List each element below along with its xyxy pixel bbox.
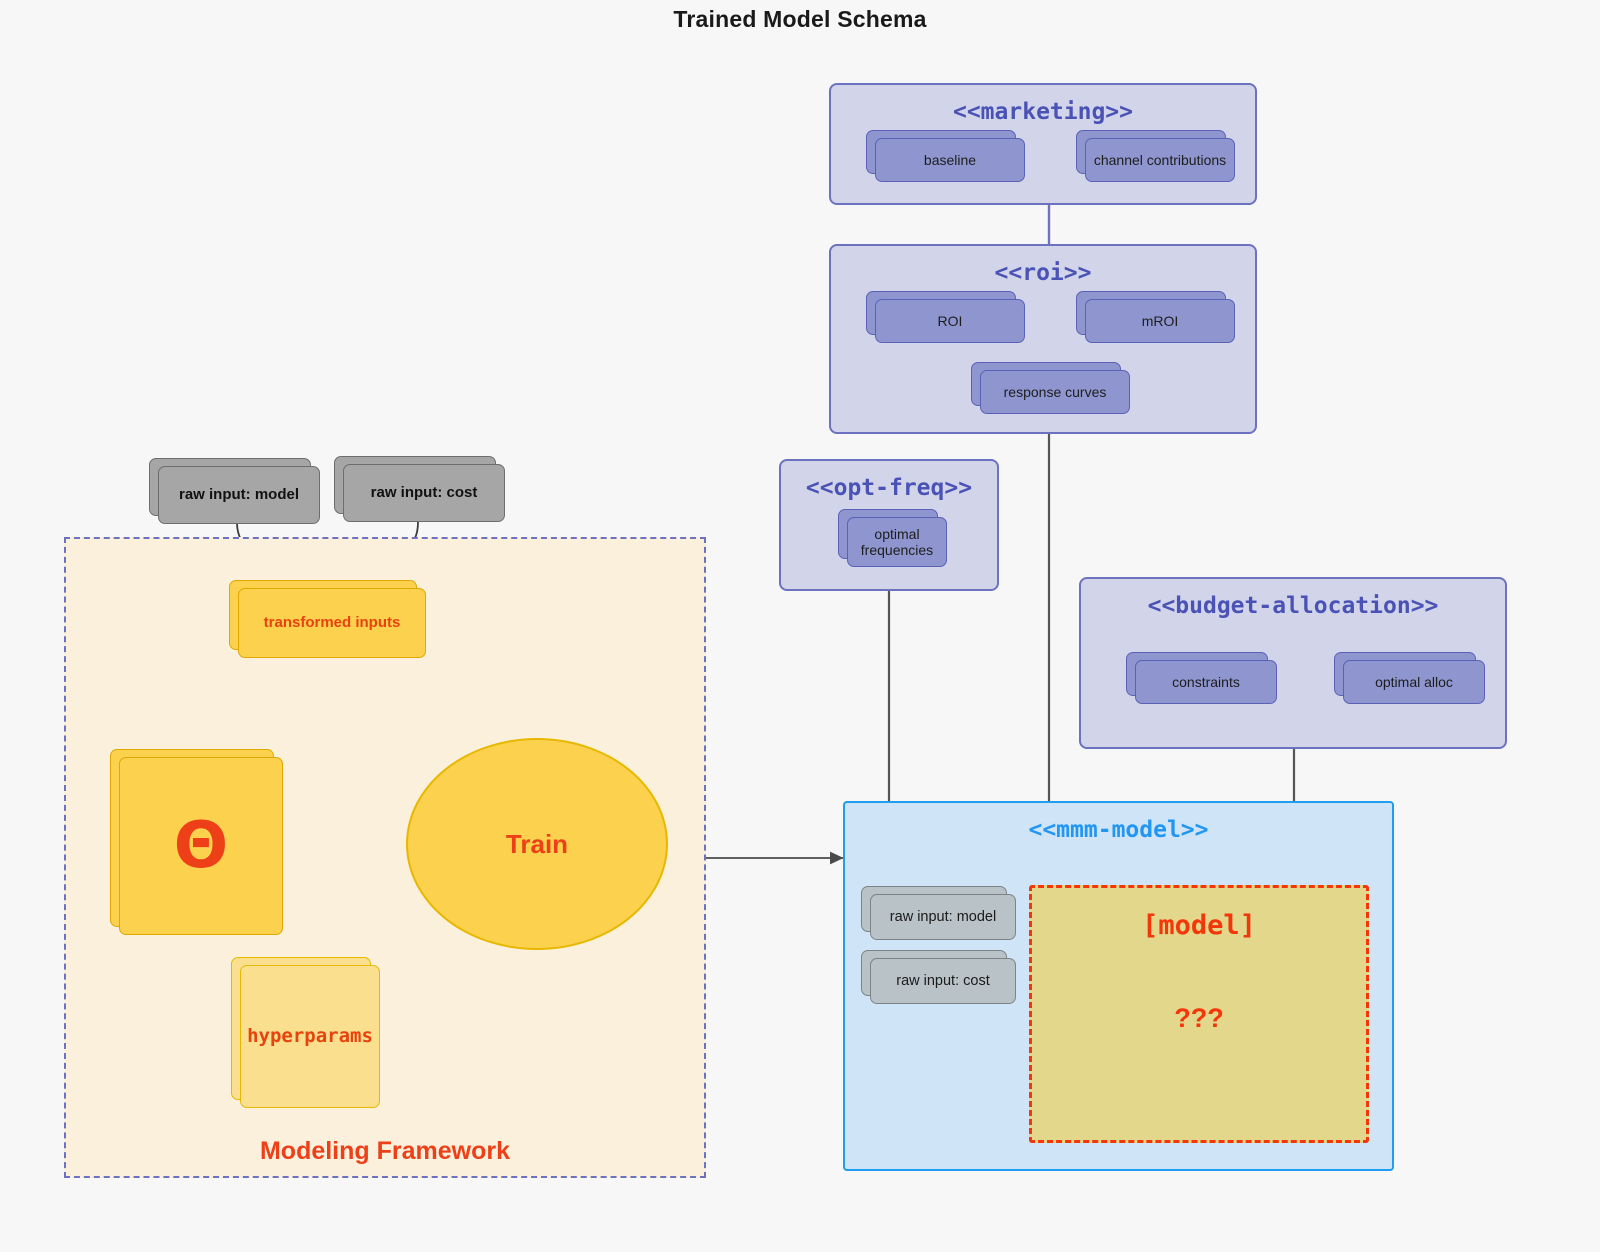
page-title: Trained Model Schema (673, 6, 927, 32)
node-mmm-raw-input-cost-label: raw input: cost (896, 972, 990, 989)
card-sheet-front (238, 588, 426, 658)
node-channel-contributions-label: channel contributions (1093, 151, 1227, 168)
node-roi-label: ROI (937, 312, 963, 329)
node-baseline-label: baseline (923, 151, 977, 168)
model-placeholder-title: [model] (1142, 910, 1256, 941)
card-sheet-front (847, 517, 947, 567)
package-roi-title: <<roi>> (994, 260, 1092, 286)
node-train[interactable]: Train (406, 738, 668, 950)
node-constraints[interactable]: constraints (1126, 652, 1277, 704)
node-raw-input-cost[interactable]: raw input: cost (334, 456, 505, 522)
card-sheet-front (1343, 660, 1485, 704)
package-opt-freq-title: <<opt-freq>> (805, 475, 973, 501)
node-mmm-raw-input-model[interactable]: raw input: model (861, 886, 1016, 940)
node-theta-label: Θ (119, 757, 283, 935)
node-optimal-frequencies[interactable]: optimal frequencies (838, 509, 947, 567)
node-response-curves[interactable]: response curves (971, 362, 1130, 414)
card-sheet-front (119, 757, 283, 935)
package-mmm-model-title: <<mmm-model>> (1028, 817, 1209, 843)
package-mmm-model[interactable]: <<mmm-model>> raw input: model raw input… (843, 801, 1394, 1171)
node-mroi-label: mROI (1141, 312, 1179, 329)
optimal-frequencies-line2: frequencies (860, 542, 934, 558)
theta-glyph: Θ (173, 809, 229, 883)
node-response-curves-label: response curves (1003, 383, 1107, 400)
node-mmm-raw-input-model-label: raw input: model (889, 908, 997, 925)
node-mmm-raw-input-cost[interactable]: raw input: cost (861, 950, 1016, 1004)
node-transformed-inputs-label: transformed inputs (263, 614, 401, 632)
card-sheet-front (1085, 138, 1235, 182)
node-raw-input-model-label: raw input: model (179, 486, 299, 504)
card-sheet-front (343, 464, 505, 522)
node-transformed-inputs[interactable]: transformed inputs (229, 580, 426, 658)
node-constraints-label: constraints (1172, 673, 1240, 690)
node-hyperparams[interactable]: hyperparams (231, 957, 380, 1108)
card-sheet-front (1135, 660, 1277, 704)
card-sheet-front (158, 466, 320, 524)
card-sheet-front (980, 370, 1130, 414)
card-sheet-front (1085, 299, 1235, 343)
card-sheet-front (875, 138, 1025, 182)
node-optimal-alloc-label: optimal alloc (1375, 673, 1453, 690)
card-sheet-front (870, 958, 1016, 1004)
node-theta[interactable]: Θ (110, 749, 283, 935)
node-mroi[interactable]: mROI (1076, 291, 1235, 343)
node-raw-input-cost-label: raw input: cost (370, 484, 478, 502)
package-opt-freq[interactable]: <<opt-freq>> optimal frequencies (779, 459, 999, 591)
optimal-frequencies-line1: optimal (874, 525, 920, 542)
model-placeholder-body: ??? (1174, 1003, 1224, 1033)
node-optimal-frequencies-label: optimal frequencies (847, 517, 947, 567)
node-raw-input-model[interactable]: raw input: model (149, 458, 320, 524)
package-roi[interactable]: <<roi>> ROI mROI response curves (829, 244, 1257, 434)
node-baseline[interactable]: baseline (866, 130, 1025, 182)
card-sheet-front (870, 894, 1016, 940)
model-placeholder-box[interactable]: [model] ??? (1029, 885, 1369, 1143)
node-roi[interactable]: ROI (866, 291, 1025, 343)
card-sheet-front (875, 299, 1025, 343)
package-marketing[interactable]: <<marketing>> baseline channel contribut… (829, 83, 1257, 205)
node-channel-contributions[interactable]: channel contributions (1076, 130, 1235, 182)
node-optimal-alloc[interactable]: optimal alloc (1334, 652, 1485, 704)
package-budget-allocation-title: <<budget-allocation>> (1147, 593, 1439, 619)
node-hyperparams-label: hyperparams (247, 1024, 373, 1047)
package-budget-allocation[interactable]: <<budget-allocation>> constraints optima… (1079, 577, 1507, 749)
modeling-framework-label: Modeling Framework (259, 1137, 511, 1165)
node-train-label: Train (505, 828, 569, 859)
package-marketing-title: <<marketing>> (952, 99, 1133, 125)
card-sheet-front (240, 965, 380, 1108)
